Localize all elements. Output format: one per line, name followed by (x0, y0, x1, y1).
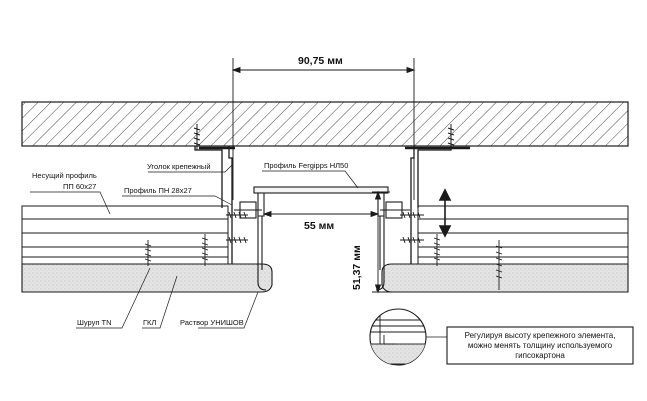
note-line-3: гипсокартона (515, 351, 565, 360)
note-box (446, 326, 634, 365)
label-screw: Шуруп TN (77, 318, 112, 327)
label-fergipps-profile: Профиль Fergipps НЛ50 (264, 161, 348, 170)
label-drywall: ГКЛ (143, 318, 156, 327)
label-guide-profile: Профиль ПН 28х27 (124, 186, 192, 195)
drywall-right (381, 263, 629, 293)
drywall-left (21, 263, 273, 293)
right-profile-stack (417, 205, 629, 265)
label-bearing-profile-1: Несущий профиль (32, 171, 97, 180)
adjustment-arrow-icon (438, 188, 452, 238)
left-profile-stack (21, 205, 229, 265)
label-mounting-angle: Уголок крепежный (147, 162, 211, 171)
concrete-slab (21, 101, 629, 147)
label-bearing-profile-2: ПП 60х27 (63, 182, 96, 191)
zoom-detail (369, 308, 450, 366)
leader-lines (30, 164, 359, 329)
dimension-lines (231, 58, 416, 294)
note-line-2: можно менять толщину используемого (468, 341, 613, 350)
dim-gap-width: 55 мм (304, 220, 334, 232)
anchor-screws (193, 124, 455, 150)
profile-screws (144, 211, 503, 290)
note-line-1: Регулируя высоту крепежного элемента, (465, 331, 616, 340)
label-mortar: Раствор УНИШОВ (180, 318, 244, 327)
dim-top-width: 90,75 мм (298, 55, 343, 67)
dim-profile-height: 51,37 мм (351, 245, 363, 290)
